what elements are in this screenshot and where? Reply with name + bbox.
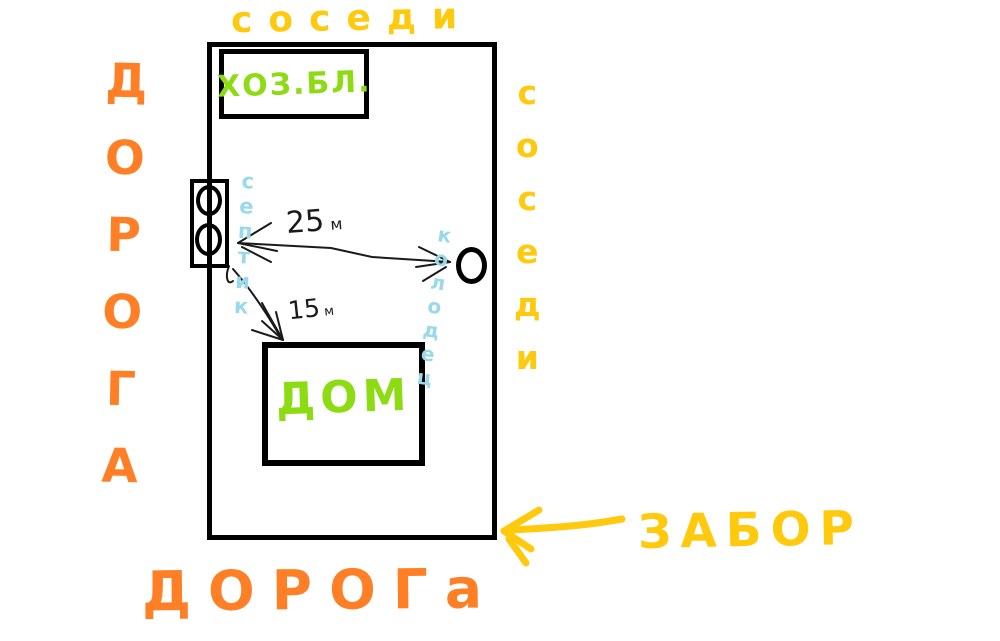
- fence-arrow: [500, 506, 626, 567]
- well-circle-icon: [456, 247, 487, 284]
- septic-tank-box: [190, 179, 229, 268]
- utility-block-label: ХОЗ.БЛ.: [216, 63, 372, 105]
- septic-circle-icon: [195, 223, 222, 256]
- neighbors-top-label: соседи: [230, 0, 474, 42]
- distance-15m-value: 15: [286, 293, 322, 326]
- house-box: [262, 342, 425, 466]
- plot-boundary: [207, 42, 497, 540]
- septic-circle-icon: [196, 185, 222, 216]
- distance-15m-unit: м: [323, 303, 335, 320]
- road-bottom-label: ДОРОГа: [141, 556, 500, 624]
- distance-25m-value: 25: [284, 203, 326, 241]
- fence-label: ЗАБОР: [637, 501, 864, 560]
- house-label: ДОМ: [275, 369, 413, 426]
- utility-block-box: ХОЗ.БЛ.: [216, 49, 372, 119]
- distance-25m-unit: м: [329, 214, 344, 234]
